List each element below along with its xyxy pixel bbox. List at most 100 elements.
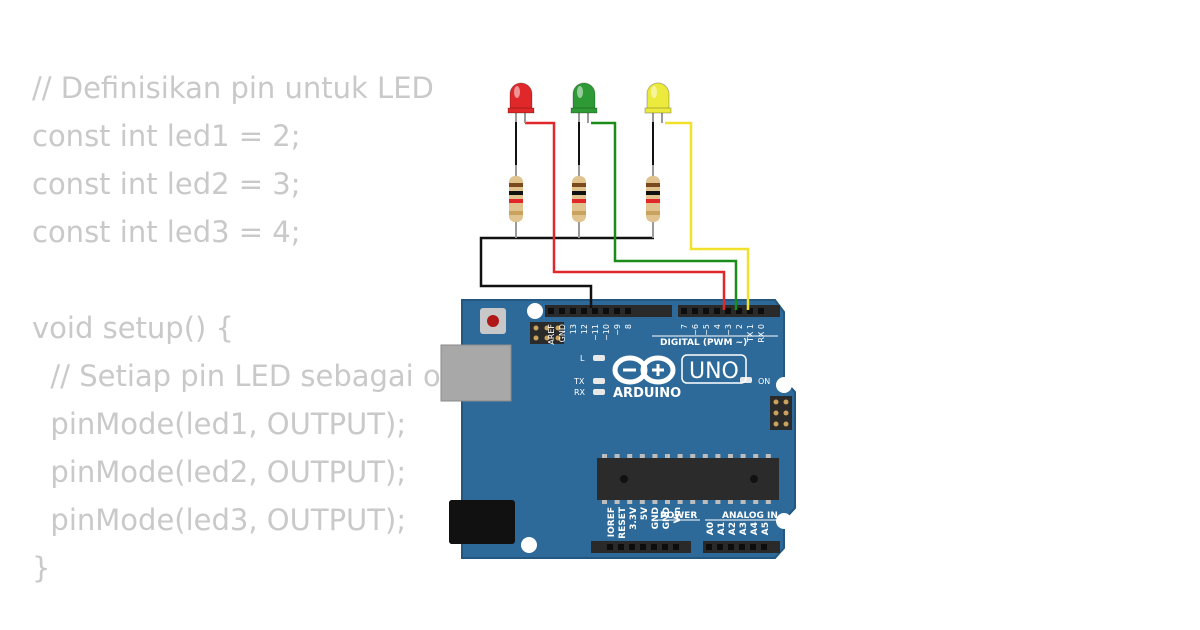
icsp-header [530, 322, 564, 344]
tx-led [593, 378, 605, 384]
code-line: const int led3 = 4; [32, 215, 301, 249]
digital-pin-hole [714, 308, 720, 314]
resistor-band [572, 211, 586, 215]
analog-pin-label: A0 [706, 522, 716, 535]
analog-pin-label: A2 [728, 522, 738, 535]
reset-button-cap [487, 315, 499, 327]
mounting-hole [521, 537, 537, 553]
digital-pin-hole [747, 308, 753, 314]
code-line: const int led2 = 3; [32, 167, 301, 201]
chip-pin [702, 500, 708, 504]
chip-pin [677, 454, 683, 458]
resistor-band [646, 211, 660, 215]
power-pin-label: IOREF [607, 507, 617, 537]
digital-pin-hole [736, 308, 742, 314]
digital-pin-label: ~3 [724, 324, 733, 336]
led-rim [570, 107, 598, 114]
power-pin-hole [673, 544, 679, 550]
digital-pin-hole [725, 308, 731, 314]
power-pin-hole [662, 544, 668, 550]
code-line: pinMode(led1, OUTPUT); [32, 407, 407, 441]
resistor-band [509, 183, 523, 187]
model-label: UNO [689, 359, 739, 384]
chip-pin [602, 500, 607, 504]
digital-pin-label: 2 [735, 324, 744, 329]
chip-pin [652, 454, 658, 458]
power-pin-hole [607, 544, 613, 550]
chip-pin [665, 500, 670, 504]
digital-pin-label: GND [558, 324, 567, 342]
power-pin-label: RESET [618, 506, 628, 539]
chip-pin [740, 454, 746, 458]
model-badge [681, 354, 747, 384]
chip-pin [652, 500, 658, 504]
digital-pin-hole [703, 308, 709, 314]
chip-pin [740, 500, 746, 504]
code-line: } [32, 551, 51, 585]
chip-pin [602, 454, 607, 458]
l-led-label: L [580, 354, 585, 363]
red-signal-wire [525, 121, 726, 310]
power-pin-label: GND [651, 507, 661, 529]
led-highlight [651, 86, 657, 98]
led-resistor-pair [644, 82, 672, 238]
analog-pin-label: A3 [739, 522, 749, 535]
digital-pin-hole [625, 308, 631, 314]
digital-pin-label: ~6 [691, 324, 700, 336]
digital-pin-label: 8 [624, 324, 633, 329]
chip-pin [702, 454, 708, 458]
led-resistor-pair [570, 82, 598, 238]
mounting-hole [527, 303, 543, 319]
power-pin-hole [618, 544, 624, 550]
power-label: POWER [660, 511, 697, 521]
atmega-chip [597, 454, 779, 504]
chip-pin [639, 500, 645, 504]
analog-pin-hole [706, 544, 712, 550]
resistor-band [572, 183, 586, 187]
digital-pin-label: ~10 [602, 324, 611, 341]
chip-pin [765, 454, 771, 458]
chip-pin [627, 500, 633, 504]
code-line: // Definisikan pin untuk LED [32, 71, 434, 105]
led-highlight [514, 86, 520, 98]
power-pin-hole [651, 544, 657, 550]
power-pin-hole [629, 544, 635, 550]
ground-wire [479, 236, 593, 308]
icsp-header-right [770, 396, 792, 430]
arduino-logo-icon [612, 355, 676, 385]
led [509, 82, 533, 111]
digital-pin-label: AREF [547, 324, 556, 345]
chip-pin [690, 500, 696, 504]
on-led-label: ON [758, 377, 770, 386]
usb-port [440, 344, 512, 402]
digital-pin-hole [692, 308, 698, 314]
resistor-band [646, 183, 660, 187]
led [572, 82, 596, 111]
chip-pin [614, 454, 620, 458]
digital-pin-hole [681, 308, 687, 314]
digital-pin-label: 13 [569, 324, 578, 334]
rx-led [593, 389, 605, 395]
resistor-band [646, 191, 660, 195]
l-led [593, 355, 605, 361]
digital-pin-label: 4 [713, 324, 722, 329]
analog-pin-label: A5 [761, 522, 771, 535]
power-pin-label: 5V [640, 507, 650, 520]
chip-pin [690, 454, 696, 458]
digital-pin-hole [559, 308, 565, 314]
resistor-band [509, 191, 523, 195]
analog-pin-label: A4 [750, 522, 760, 535]
analog-pin-label: A1 [717, 522, 727, 535]
digital-pin-label: TX 1 [746, 324, 755, 343]
digital-pin-hole [581, 308, 587, 314]
digital-pin-holes [548, 308, 764, 314]
resistor-band [572, 199, 586, 203]
chip-pin [715, 454, 721, 458]
resistor-band [572, 191, 586, 195]
bottom-pin-holes [607, 544, 767, 550]
led [646, 82, 670, 111]
digital-pin-hole [614, 308, 620, 314]
